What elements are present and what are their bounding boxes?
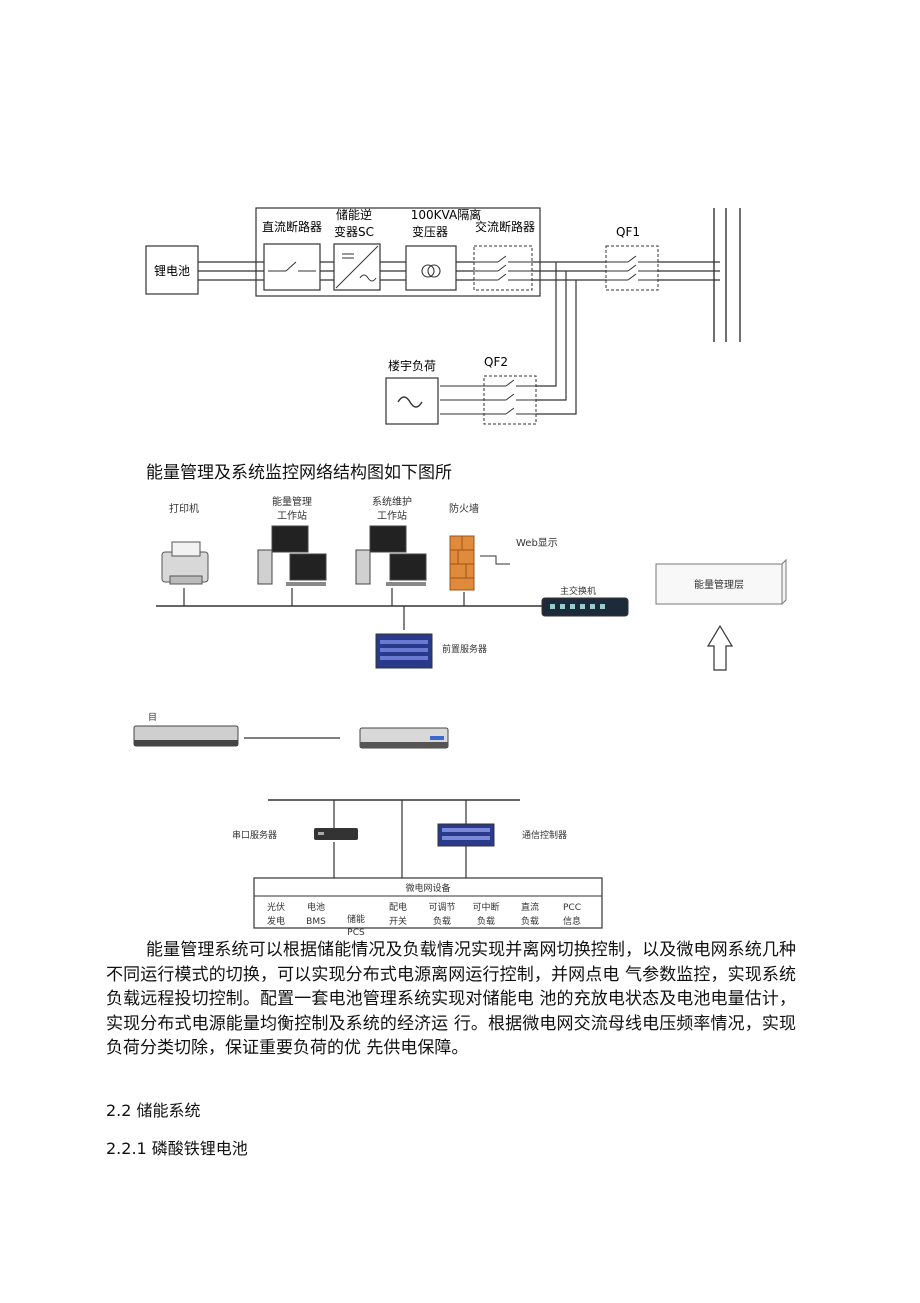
inverter-label-line2: 变器SC	[334, 224, 374, 239]
field-bus-drops	[333, 800, 467, 878]
maint-workstation-label-line2: 工作站	[377, 509, 407, 522]
printer-icon	[161, 541, 209, 585]
ems-workstation-icon	[257, 525, 327, 586]
maint-workstation-icon	[355, 525, 427, 586]
prefetch-server-icon	[375, 633, 433, 669]
left-server-icon	[133, 725, 239, 747]
device-1-line1: 光伏	[267, 901, 285, 913]
building-load-label: 楼宇负荷	[388, 358, 436, 373]
device-2-line2: BMS	[306, 917, 326, 927]
up-arrow-icon	[706, 624, 734, 671]
firewall-icon	[449, 535, 475, 591]
ac-breaker-label: 交流断路器	[475, 219, 535, 234]
equipment-enclosure	[255, 207, 541, 297]
main-bus-bars	[713, 208, 741, 342]
right-server-icon	[359, 727, 449, 749]
prefetch-server-label: 前置服务器	[442, 643, 487, 655]
transformer-label-line1: 100KVA隔离	[411, 207, 481, 222]
battery-box	[145, 245, 199, 295]
comm-controller-label: 通信控制器	[522, 829, 567, 841]
main-switch-label: 主交换机	[560, 585, 596, 597]
left-server-label: 目	[148, 712, 157, 723]
device-2-line1: 电池	[307, 901, 325, 913]
device-list: 光伏 发电 电池 BMS 储能 PCS 配电 开关 可调节 负载 可中断 负载 …	[267, 901, 581, 938]
section-heading: 2.2 储能系统	[106, 1101, 201, 1120]
transformer-box	[405, 245, 457, 291]
microgrid-devices-box	[253, 877, 603, 929]
ems-layer-label: 能量管理层	[694, 578, 744, 591]
dc-breaker-label: 直流断路器	[262, 219, 322, 234]
battery-label: 锂电池	[154, 263, 190, 278]
ac-breaker-switch-icon	[474, 255, 532, 281]
transformer-label-line2: 变压器	[412, 224, 448, 239]
device-6-line1: 可中断	[472, 901, 499, 913]
main-switch-icon	[541, 597, 629, 617]
body-paragraph: 能量管理系统可以根据储能情况及负载情况实现并离网切换控制，以及微电网系统几种不同…	[106, 940, 796, 1058]
qf2-label: QF2	[484, 355, 508, 369]
ac-source-icon	[397, 396, 423, 408]
serial-server-icon	[314, 828, 358, 840]
printer-label: 打印机	[169, 502, 199, 515]
network-diagram: 打印机 能量管理 工作站 系统维护 工作站 防火墙 Web显示	[133, 495, 787, 938]
qf1-label: QF1	[616, 225, 640, 239]
ems-workstation-label-line1: 能量管理	[272, 495, 312, 508]
dc-breaker-box	[263, 243, 321, 291]
bus-drops	[183, 588, 465, 630]
qf1-switch-icon	[606, 255, 658, 281]
device-6-line2: 负载	[477, 915, 495, 927]
electrical-diagram: 锂电池 直流断路器 储能逆 变器SC 100KVA隔离 变压器 交流断路器	[145, 207, 741, 425]
web-display-label: Web显示	[516, 537, 558, 549]
branch-feeder-lines	[536, 262, 577, 415]
firewall-label: 防火墙	[449, 502, 479, 515]
inverter-icon	[335, 245, 379, 289]
maint-workstation-label-line1: 系统维护	[372, 495, 412, 508]
device-8-line1: PCC	[563, 903, 581, 913]
device-8-line2: 信息	[563, 915, 581, 927]
device-4-line2: 开关	[389, 915, 407, 927]
transformer-icon	[421, 264, 441, 278]
device-3-line2: 储能	[347, 913, 365, 925]
device-7-line2: 负载	[521, 915, 539, 927]
device-5-line1: 可调节	[428, 902, 455, 913]
subsection-heading: 2.2.1 磷酸铁锂电池	[106, 1139, 248, 1158]
device-4-line1: 配电	[389, 901, 407, 913]
ems-layer-box	[655, 558, 787, 605]
ac-breaker-box	[473, 245, 533, 291]
device-3-line3: PCS	[347, 928, 365, 938]
device-7-line1: 直流	[521, 901, 539, 913]
qf2-switch-icon	[440, 379, 536, 415]
building-load-box	[385, 377, 439, 425]
inverter-label-line1: 储能逆	[336, 207, 372, 222]
dc-breaker-switch-icon	[268, 261, 316, 272]
figure-caption: 能量管理及系统监控网络结构图如下图所	[146, 463, 452, 483]
ems-workstation-label-line2: 工作站	[277, 509, 307, 522]
web-link-line	[480, 555, 510, 565]
microgrid-devices-title: 微电网设备	[405, 882, 450, 894]
serial-server-label: 串口服务器	[232, 829, 277, 841]
device-5-line2: 负载	[433, 915, 451, 927]
device-1-line2: 发电	[267, 915, 285, 927]
comm-controller-icon	[437, 823, 495, 847]
